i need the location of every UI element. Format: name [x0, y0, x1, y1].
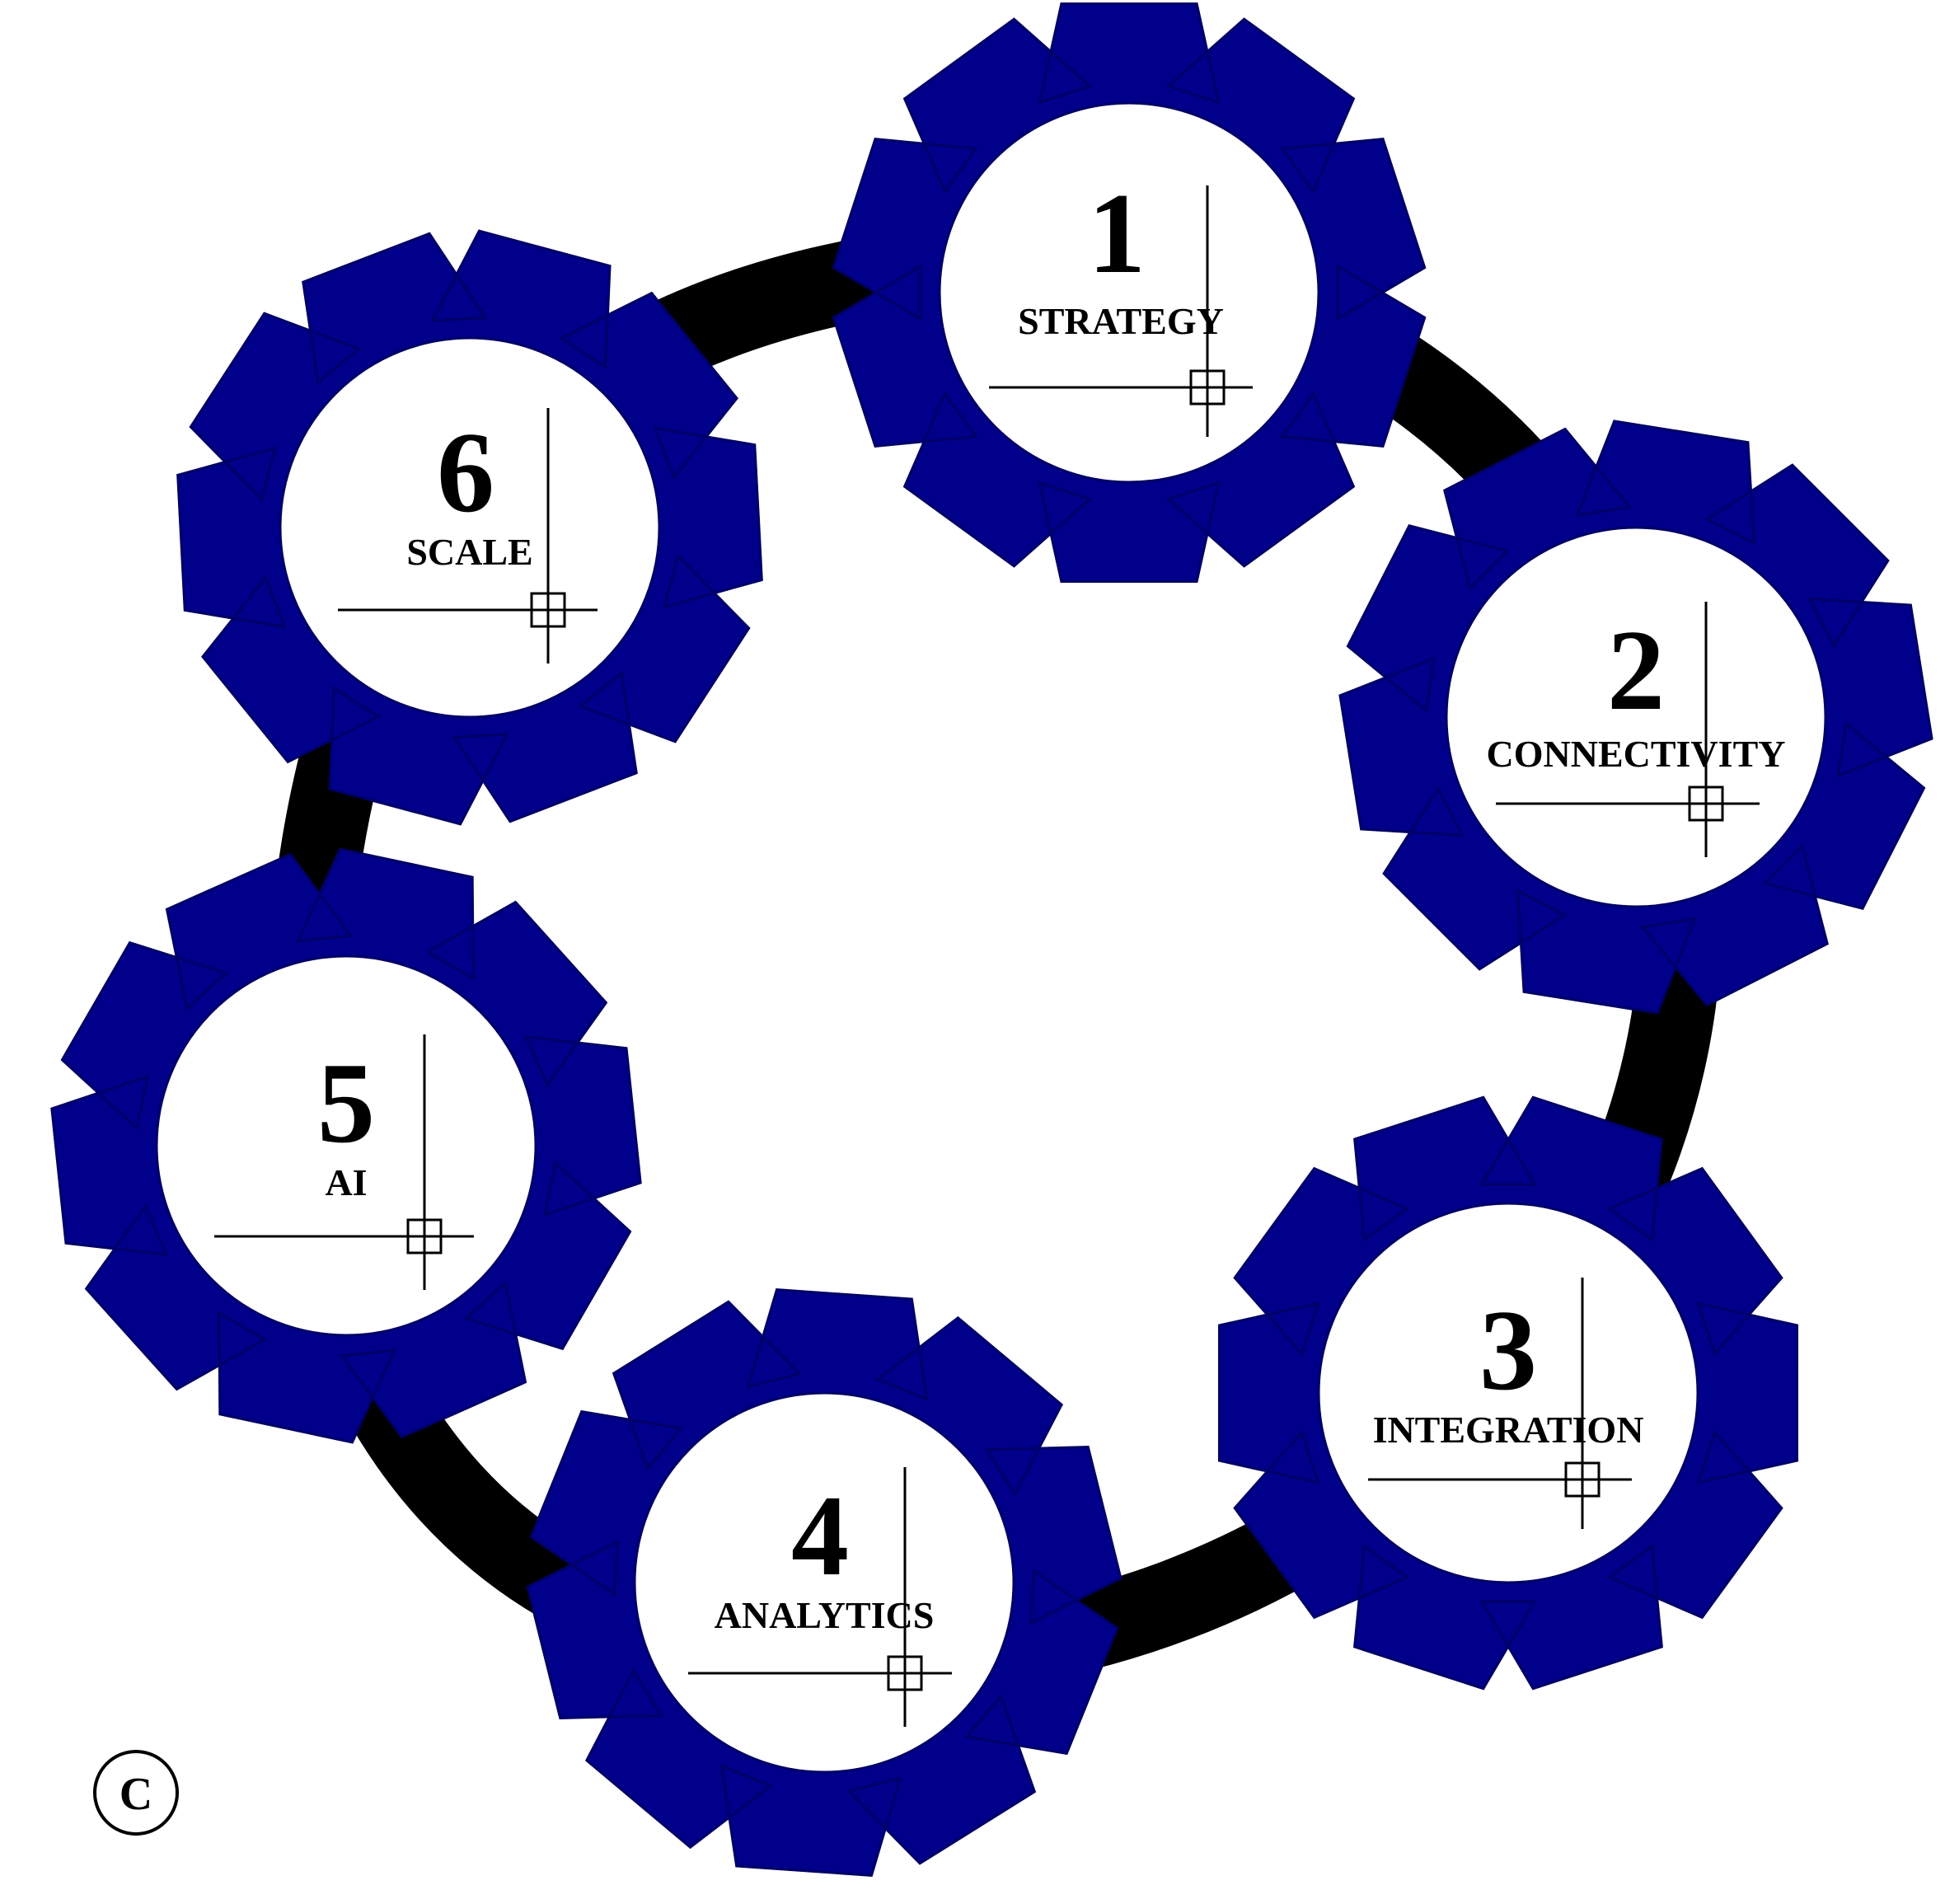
gear-2: 2 CONNECTIVITY: [1338, 420, 1933, 1015]
circled-letter-icon: [93, 1750, 179, 1836]
gear-face: [633, 1391, 1015, 1774]
crosshair-icon: [1564, 1461, 1601, 1498]
step-label: ANALYTICS: [715, 1594, 935, 1636]
crosshair-icon: [1688, 786, 1724, 822]
crosshair-icon: [1189, 369, 1226, 406]
step-number: 1: [1088, 170, 1146, 298]
gear-face: [1317, 1202, 1699, 1584]
step-label: CONNECTIVITY: [1487, 733, 1786, 775]
gear-4: 4 ANALYTICS: [526, 1288, 1122, 1877]
step-number: 2: [1607, 607, 1665, 734]
step-number: 4: [791, 1472, 849, 1600]
crosshair-icon: [887, 1655, 923, 1691]
crosshair-icon: [530, 592, 566, 628]
gear-3: 3 INTEGRATION: [1217, 1095, 1799, 1691]
step-label: SCALE: [406, 531, 532, 573]
crosshair-icon: [406, 1218, 443, 1254]
step-label: AI: [325, 1161, 367, 1203]
gear-1: 1 STRATEGY: [832, 2, 1427, 583]
step-label: INTEGRATION: [1373, 1409, 1644, 1451]
step-number: 5: [317, 1039, 375, 1167]
gear-5: 5 AI: [50, 847, 642, 1444]
corner-label: C: [93, 1750, 179, 1836]
gear-face: [1445, 526, 1827, 908]
corner-letter: C: [120, 1769, 152, 1820]
step-number: 6: [437, 409, 494, 537]
gear-6: 6 SCALE: [176, 229, 763, 826]
step-number: 3: [1479, 1287, 1537, 1414]
step-label: STRATEGY: [1018, 300, 1224, 342]
